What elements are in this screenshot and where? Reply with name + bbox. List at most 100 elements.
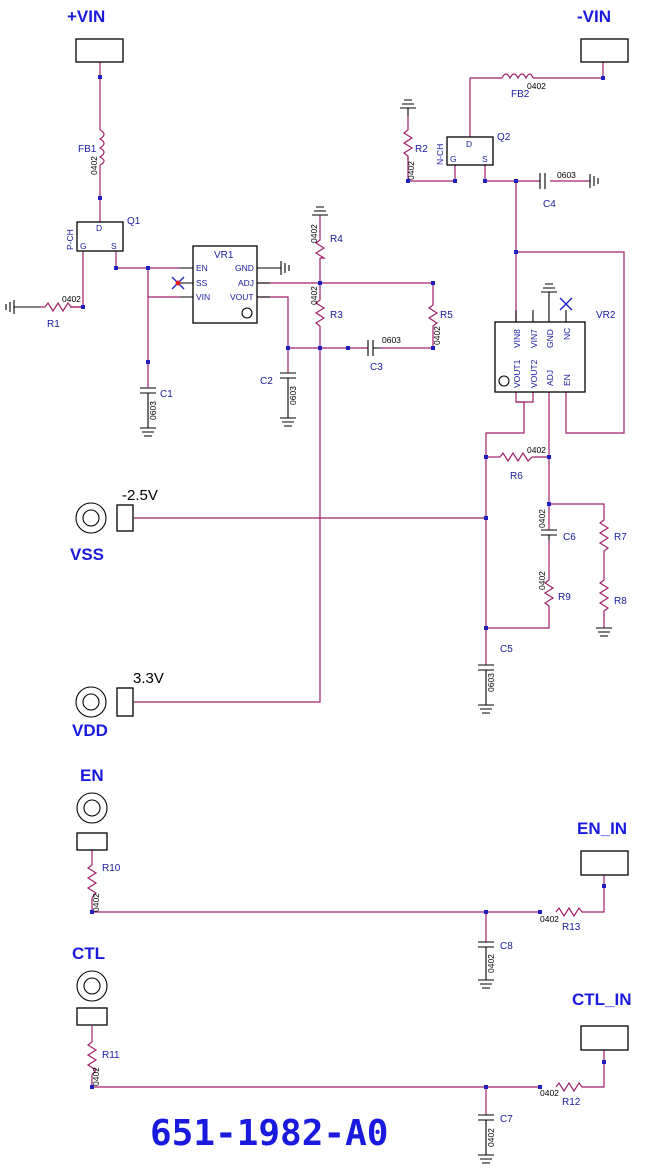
- fb1-inductor: FB1 0402: [78, 129, 105, 175]
- svg-text:0402: 0402: [537, 571, 547, 590]
- svg-text:FB1: FB1: [78, 144, 97, 155]
- svg-text:VIN: VIN: [196, 292, 210, 302]
- svg-text:S: S: [111, 241, 117, 251]
- svg-text:R6: R6: [510, 471, 523, 482]
- c3-capacitor: C3 0603: [367, 335, 401, 373]
- svg-text:0603: 0603: [486, 673, 496, 692]
- svg-text:0402: 0402: [540, 914, 559, 924]
- vr2-nc-no-connect: [559, 297, 573, 322]
- svg-text:0402: 0402: [91, 1067, 101, 1086]
- svg-text:0603: 0603: [288, 386, 298, 405]
- svg-text:C7: C7: [500, 1114, 513, 1125]
- vr2-regulator: VR2 VIN8 VIN7 GND NC VOUT1 VOUT2 ADJ EN: [494, 300, 616, 393]
- port-vin-neg: -VIN: [577, 7, 629, 63]
- svg-text:C2: C2: [260, 376, 273, 387]
- r13-resistor: R13 0402: [540, 906, 585, 933]
- svg-text:GND: GND: [545, 329, 555, 348]
- svg-text:0402: 0402: [62, 294, 81, 304]
- testpoint-en: EN: [76, 766, 108, 851]
- port-vin-pos: +VIN: [67, 7, 124, 63]
- r10-resistor: R10 0402: [86, 863, 121, 912]
- svg-text:R5: R5: [440, 310, 453, 321]
- svg-text:S: S: [482, 154, 488, 164]
- svg-text:CTL_IN: CTL_IN: [572, 990, 632, 1009]
- r12-resistor: R12 0402: [540, 1081, 585, 1108]
- svg-text:0402: 0402: [540, 1088, 559, 1098]
- svg-text:SS: SS: [196, 278, 208, 288]
- c6-capacitor: C6 0402: [537, 509, 576, 543]
- r5-resistor: R5 0402: [427, 304, 453, 345]
- svg-text:R8: R8: [614, 596, 627, 607]
- svg-text:VOUT: VOUT: [230, 292, 254, 302]
- svg-text:EN: EN: [562, 374, 572, 386]
- svg-text:VIN7: VIN7: [529, 329, 539, 348]
- svg-text:3.3V: 3.3V: [133, 670, 164, 687]
- svg-text:Q1: Q1: [127, 216, 141, 227]
- svg-text:R2: R2: [415, 144, 428, 155]
- r2-resistor: R2 0402: [400, 99, 428, 180]
- svg-text:N-CH: N-CH: [435, 144, 445, 165]
- svg-text:C5: C5: [500, 644, 513, 655]
- r9-resistor: R9 0402: [537, 571, 571, 610]
- svg-text:GND: GND: [235, 263, 254, 273]
- port-en-in: EN_IN: [577, 819, 629, 876]
- svg-text:0402: 0402: [89, 156, 99, 175]
- svg-text:0402: 0402: [486, 1128, 496, 1147]
- c4-capacitor: C4 0603: [539, 170, 599, 210]
- svg-text:0603: 0603: [557, 170, 576, 180]
- c8-capacitor: C8 0402: [478, 941, 513, 989]
- svg-text:Q2: Q2: [497, 132, 511, 143]
- svg-text:P-CH: P-CH: [65, 229, 75, 250]
- svg-text:ADJ: ADJ: [545, 370, 555, 386]
- svg-text:R3: R3: [330, 310, 343, 321]
- vr1-regulator: VR1 EN SS VIN GND ADJ VOUT: [180, 245, 270, 324]
- svg-text:C8: C8: [500, 941, 513, 952]
- svg-text:0402: 0402: [309, 286, 319, 305]
- svg-text:0402: 0402: [406, 161, 416, 180]
- c7-capacitor: C7 0402: [478, 1114, 513, 1164]
- svg-text:0402: 0402: [537, 509, 547, 528]
- svg-text:R13: R13: [562, 922, 581, 933]
- svg-text:R11: R11: [102, 1050, 120, 1061]
- port-ctl-in: CTL_IN: [572, 990, 632, 1051]
- svg-text:D: D: [466, 139, 472, 149]
- r8-resistor: R8: [596, 579, 627, 637]
- c2-capacitor: C2 0603: [260, 372, 298, 427]
- q1-mosfet: D G S Q1 P-CH: [65, 216, 141, 252]
- svg-text:R12: R12: [562, 1097, 581, 1108]
- svg-text:R7: R7: [614, 532, 627, 543]
- svg-text:VR2: VR2: [596, 310, 616, 321]
- vr1-gnd-symbol: [270, 261, 290, 275]
- svg-text:VSS: VSS: [70, 545, 104, 564]
- junction-dots: [81, 75, 606, 1089]
- svg-text:C1: C1: [160, 389, 173, 400]
- svg-text:R10: R10: [102, 863, 121, 874]
- svg-text:ADJ: ADJ: [238, 278, 254, 288]
- drawing-number: 651-1982-A0: [150, 1113, 388, 1154]
- svg-text:+VIN: +VIN: [67, 7, 105, 26]
- svg-text:VOUT1: VOUT1: [512, 359, 522, 388]
- svg-text:G: G: [450, 154, 457, 164]
- svg-text:FB2: FB2: [511, 89, 530, 100]
- vr1-ss-no-connect: [171, 276, 185, 290]
- r6-resistor: R6 0402: [499, 445, 546, 482]
- c1-capacitor: C1 0603: [140, 378, 173, 437]
- svg-text:NC: NC: [562, 328, 572, 340]
- svg-text:EN_IN: EN_IN: [577, 819, 627, 838]
- svg-text:0603: 0603: [382, 335, 401, 345]
- testpoint-vss: -2.5V VSS: [70, 487, 158, 564]
- svg-text:C4: C4: [543, 199, 556, 210]
- vr2-gnd-symbol: [541, 283, 557, 300]
- r3-resistor: R3 0402: [309, 286, 343, 333]
- svg-text:0402: 0402: [527, 81, 546, 91]
- testpoint-ctl: CTL: [72, 944, 108, 1026]
- c5-capacitor: C5 0603: [478, 644, 513, 714]
- svg-text:G: G: [80, 241, 87, 251]
- svg-text:VOUT2: VOUT2: [529, 359, 539, 388]
- svg-text:0402: 0402: [486, 954, 496, 973]
- svg-text:VR1: VR1: [214, 250, 234, 261]
- svg-text:R9: R9: [558, 592, 571, 603]
- svg-text:-2.5V: -2.5V: [122, 487, 158, 504]
- svg-text:EN: EN: [196, 263, 208, 273]
